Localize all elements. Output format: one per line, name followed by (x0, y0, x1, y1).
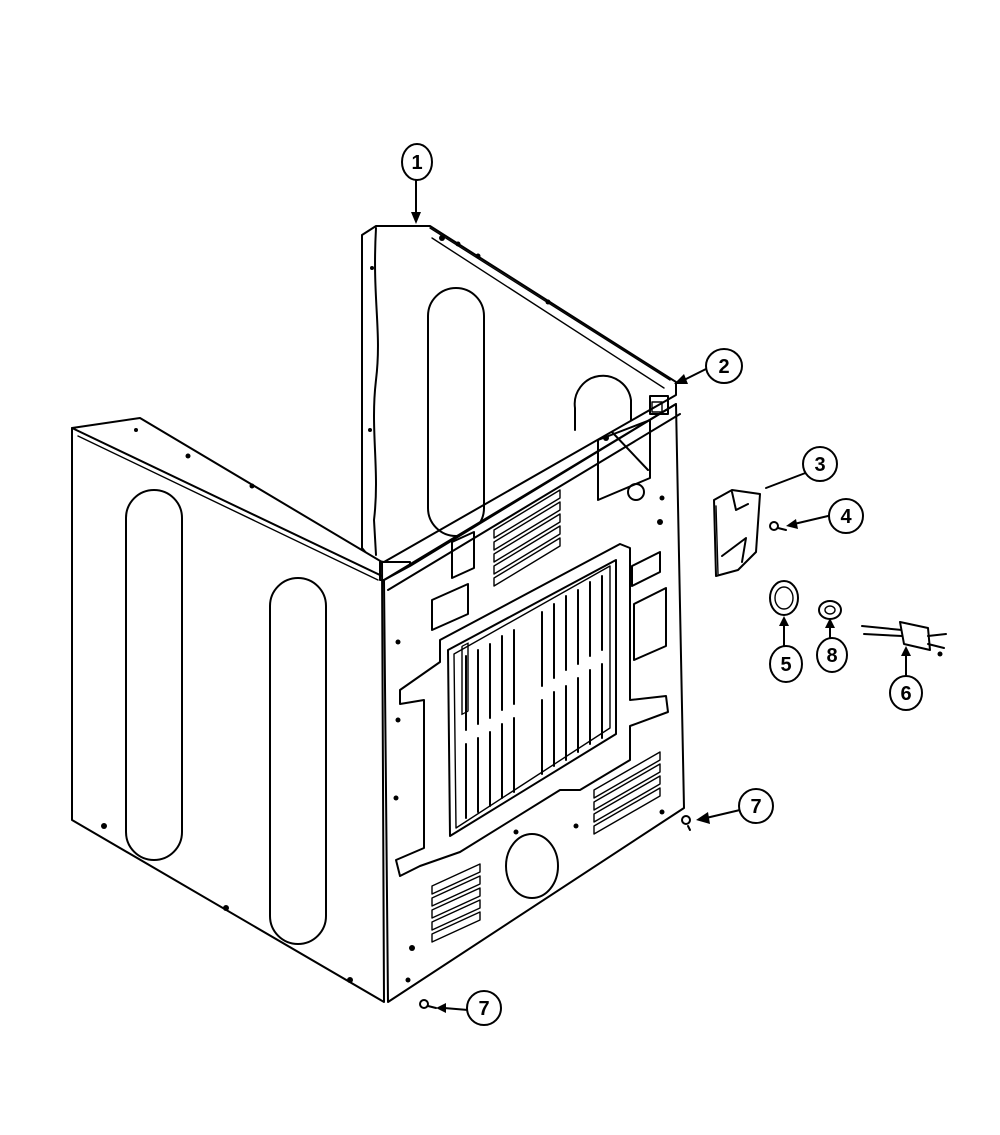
callout-8: 8 (816, 637, 848, 673)
strain-relief-ring (769, 580, 799, 616)
cabinet-side-panel-right (361, 225, 677, 563)
callout-5: 5 (769, 645, 803, 683)
svg-text:6: 6 (900, 683, 911, 705)
grommet (818, 600, 842, 620)
cabinet-rear-panel (383, 395, 685, 1003)
svg-text:5: 5 (780, 654, 791, 676)
rear-vent-lower-left (431, 863, 481, 943)
cabinet-side-panel-left (71, 417, 411, 1003)
callout-1: 1 (401, 143, 433, 181)
rear-vent-upper (493, 489, 561, 587)
svg-text:3: 3 (814, 454, 825, 476)
rear-vent-lower-right (593, 751, 661, 835)
callout-6: 6 (889, 675, 923, 711)
svg-text:4: 4 (840, 506, 852, 528)
svg-text:1: 1 (411, 152, 422, 174)
svg-text:8: 8 (826, 645, 837, 667)
rear-panel-screw-right (681, 815, 691, 831)
terminal-cover-screw (769, 521, 787, 531)
callout-7-bottom: 7 (466, 990, 502, 1026)
callout-3: 3 (802, 446, 838, 482)
leader-lines (411, 179, 911, 1013)
svg-text:2: 2 (718, 356, 729, 378)
callout-2: 2 (705, 348, 743, 384)
callout-4: 4 (828, 498, 864, 534)
terminal-block-cover (713, 489, 761, 577)
power-cord-plug (861, 621, 947, 657)
callout-7-right: 7 (738, 788, 774, 824)
rear-panel-screw-bottom (419, 999, 437, 1009)
rear-grille (447, 559, 617, 837)
svg-text:7: 7 (478, 998, 489, 1020)
svg-text:7: 7 (750, 796, 761, 818)
